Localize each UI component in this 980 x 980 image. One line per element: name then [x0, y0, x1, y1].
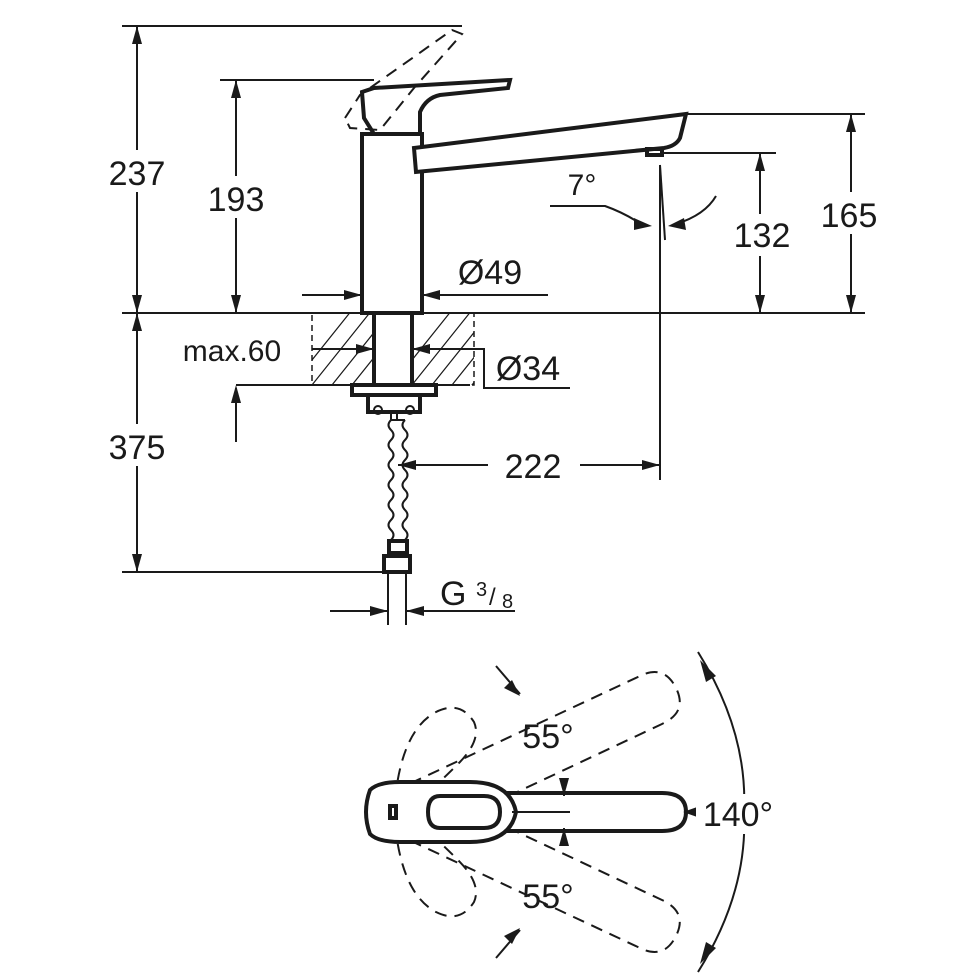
dim-label-132: 132: [734, 217, 791, 255]
dim-label-34: Ø34: [496, 350, 560, 388]
dim-swing-total: 140°: [683, 651, 786, 973]
faucet-body: [360, 132, 424, 315]
braided-hose: [382, 412, 412, 625]
mounting-nut: [366, 393, 422, 414]
dim-outlet-height: 132: [662, 152, 798, 313]
dim-label-7deg: 7°: [568, 169, 597, 202]
dim-label-55-lower: 55°: [522, 878, 573, 916]
handle-grip: [425, 794, 503, 830]
dim-label-237: 237: [109, 155, 166, 193]
shank: [372, 311, 414, 387]
lever-handle: [359, 77, 513, 136]
side-view: 237 193 165 132: [100, 25, 888, 625]
dim-swing-right: 55°: [495, 828, 574, 959]
dim-label-140: 140°: [703, 796, 773, 834]
dim-label-g-den: 8: [502, 591, 513, 613]
spout: [411, 111, 689, 175]
dim-label-165: 165: [821, 197, 878, 235]
fraction-slash: /: [489, 584, 496, 611]
dim-label-g: G: [440, 575, 466, 613]
dim-spout-reach: 222: [398, 300, 661, 486]
dim-swing-left: 55°: [495, 665, 574, 813]
dim-body-height: 193: [198, 79, 374, 313]
dim-spout-angle: 7°: [550, 164, 717, 300]
dim-connection-thread: G 3 / 8: [330, 575, 515, 616]
dim-total-height: 237: [100, 25, 462, 313]
dim-label-375: 375: [109, 429, 166, 467]
dim-label-49: Ø49: [458, 254, 522, 292]
swing-ghost-lower: [391, 791, 681, 953]
lever-handle-raised: [343, 28, 464, 132]
dim-hole-diameter: Ø34: [474, 348, 570, 389]
dim-spout-height: 165: [686, 113, 888, 313]
dim-label-222: 222: [505, 448, 562, 486]
handle-indicator: [388, 804, 398, 820]
dim-label-193: 193: [208, 181, 265, 219]
dim-hose-length: 375: [100, 313, 392, 573]
swing-ghost-upper: [391, 671, 681, 833]
dim-body-diameter: Ø49: [302, 254, 548, 300]
dim-label-max60: max.60: [183, 335, 281, 368]
dim-label-55-upper: 55°: [522, 718, 573, 756]
aerator: [645, 147, 664, 157]
dim-label-g-num: 3: [476, 579, 487, 601]
top-view: 55° 55° 140°: [364, 651, 786, 973]
dim-deck-thickness: max.60: [164, 332, 474, 442]
